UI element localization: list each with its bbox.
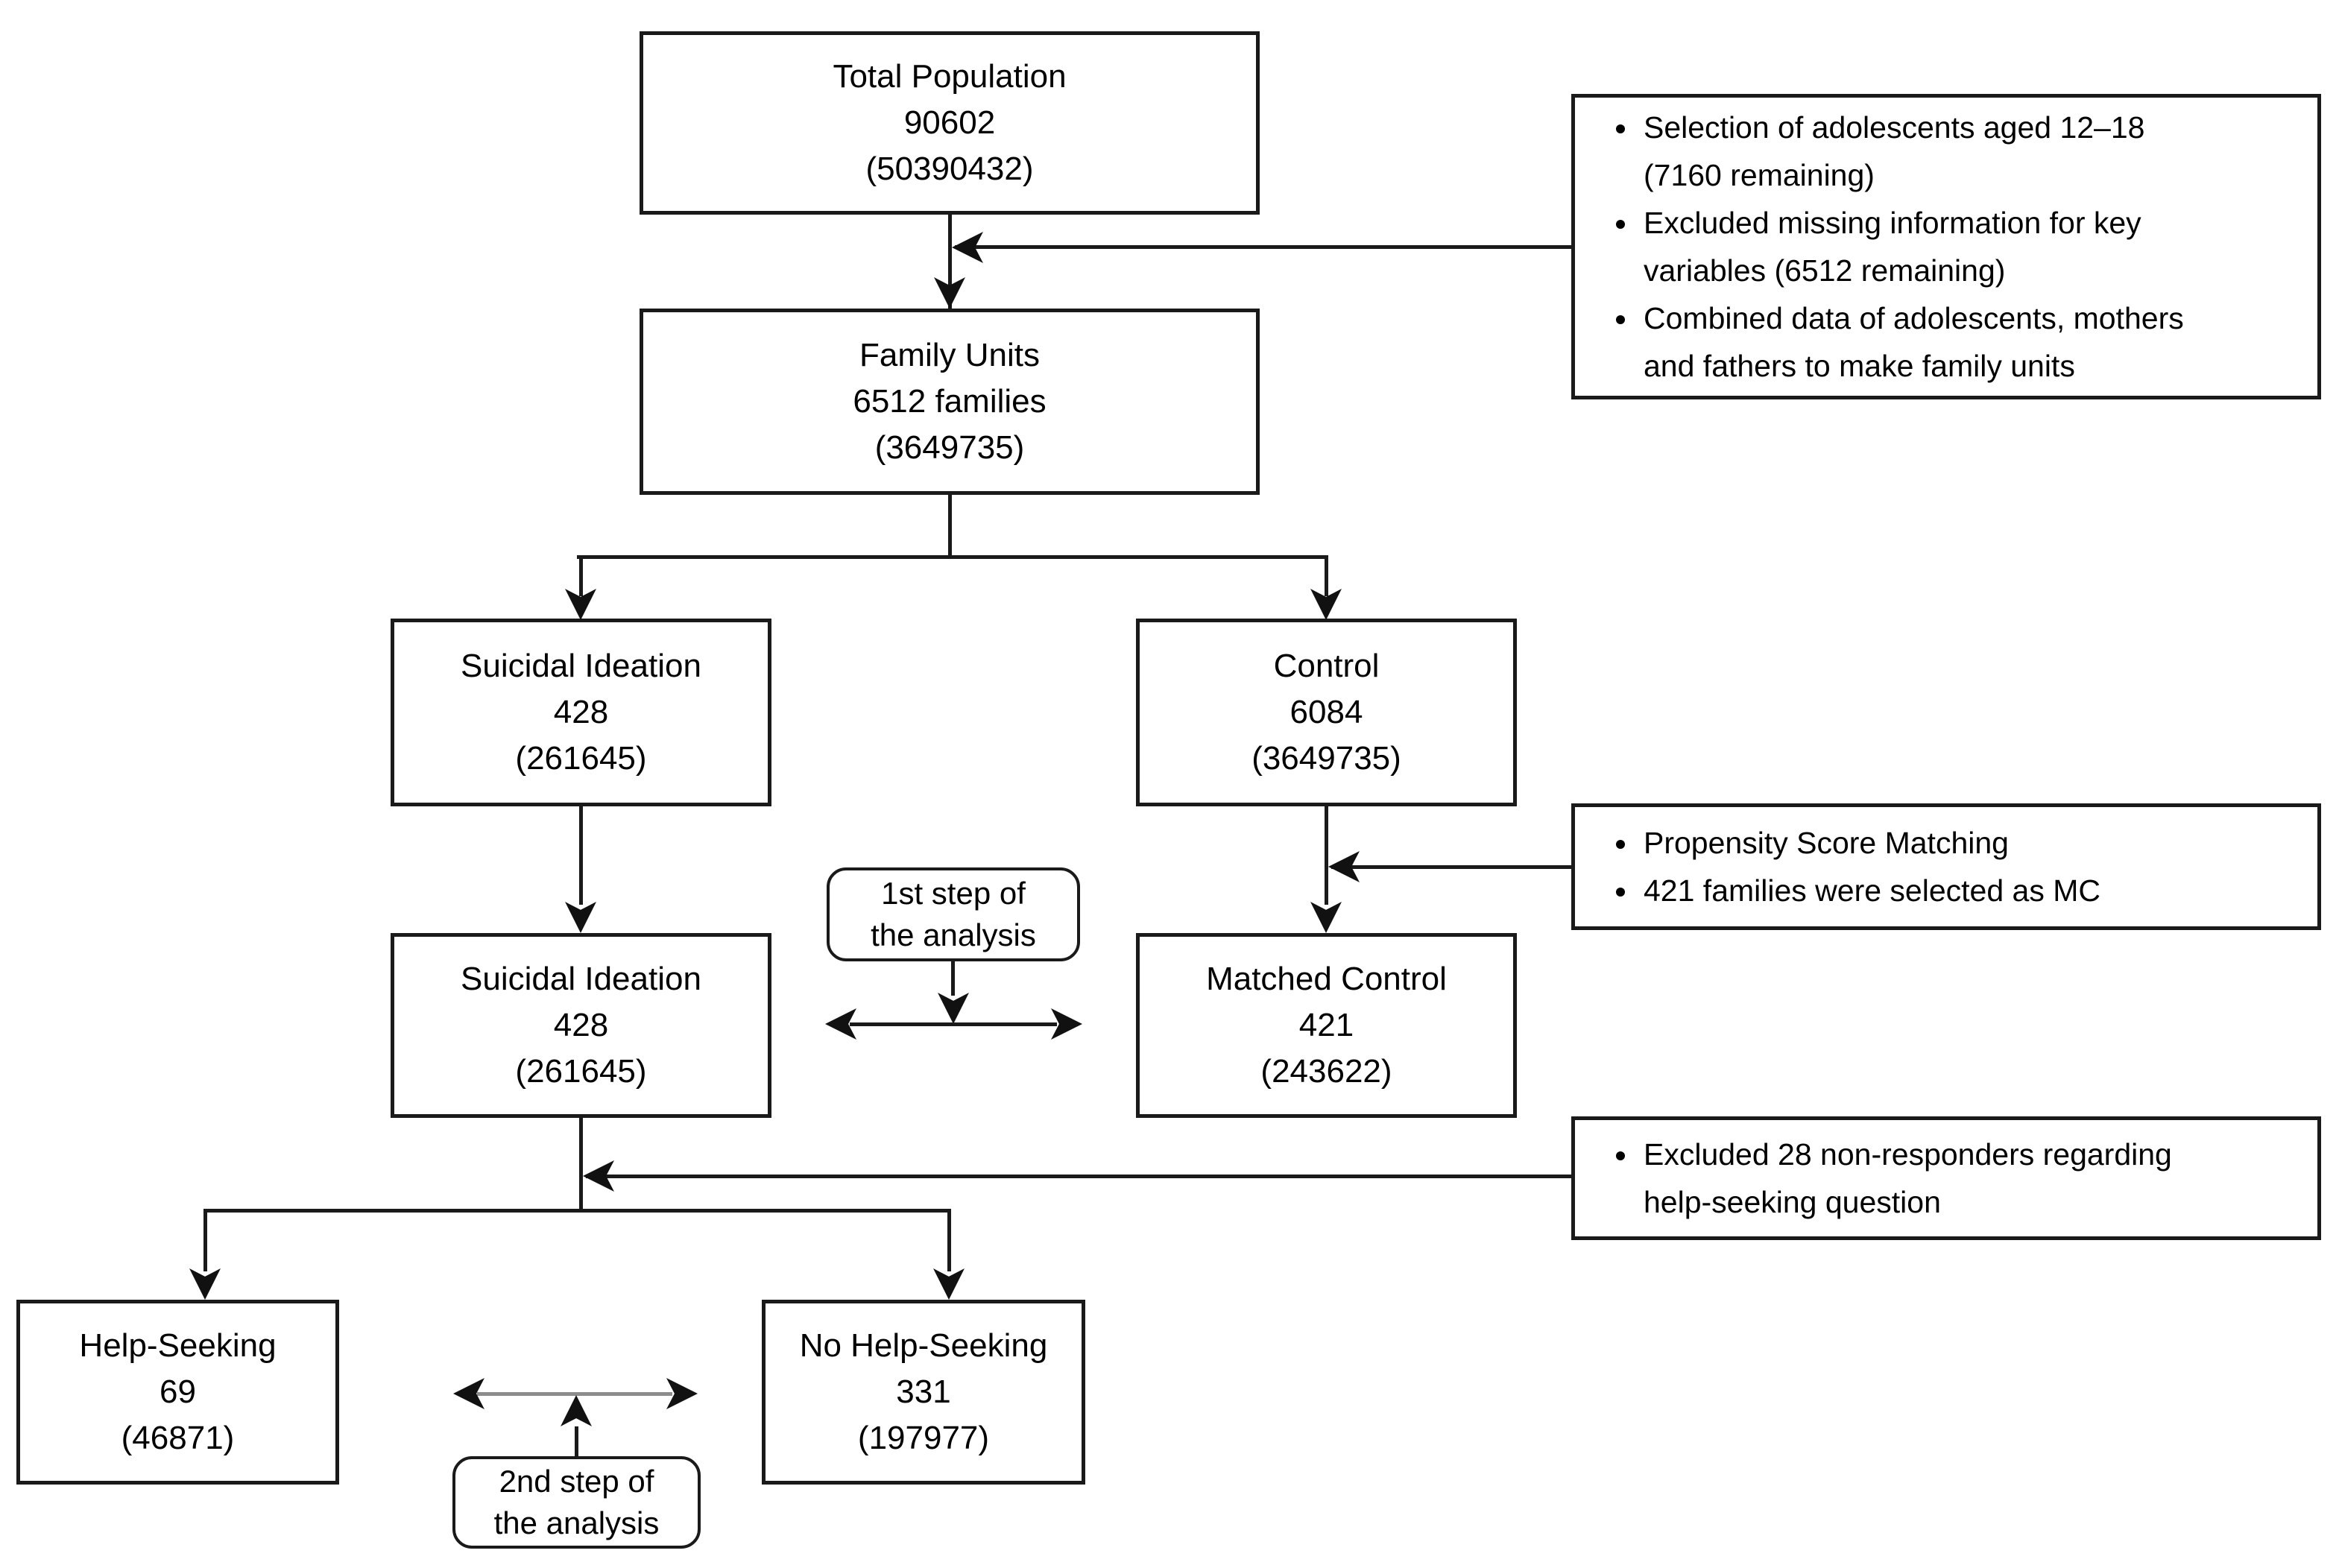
note-exclusion-nonresponders: Excluded 28 non-responders regarding hel… [1571, 1116, 2321, 1240]
arrowhead-down-icon [189, 1268, 221, 1300]
step2-double-arrow-line [477, 1392, 672, 1396]
box-title: Matched Control [1206, 961, 1447, 997]
box-weighted-count: (50390432) [865, 151, 1034, 187]
connector-control-to-matched [1325, 806, 1328, 905]
box-weighted-count: (3649735) [1251, 740, 1401, 777]
connector-family-down [948, 495, 952, 559]
box-count: 6084 [1290, 694, 1363, 730]
box-count: 90602 [903, 104, 996, 141]
box-count: 6512 families [853, 383, 1047, 420]
connector-branch-to-control [1325, 555, 1328, 596]
note-propensity-matching: Propensity Score Matching 421 families w… [1571, 803, 2321, 930]
box-weighted-count: (3649735) [874, 429, 1025, 466]
connector-family-branch [577, 555, 1328, 559]
connector-si-to-si2 [579, 806, 583, 905]
note-item: Propensity Score Matching [1639, 819, 2100, 867]
connector-step1-down [951, 961, 955, 996]
box-weighted-count: (197977) [857, 1420, 990, 1456]
note-selection-criteria: Selection of adolescents aged 12–18 (716… [1571, 94, 2321, 399]
box-weighted-count: (261645) [515, 1053, 647, 1090]
connector-branch-to-si [579, 555, 583, 596]
connector-branch-to-nohelp [947, 1209, 951, 1271]
note-item: 421 families were selected as MC [1639, 867, 2100, 914]
box-weighted-count: (46871) [121, 1420, 235, 1456]
connector-matching-note [1331, 865, 1571, 869]
box-count: 69 [160, 1373, 196, 1410]
arrowhead-down-icon [938, 993, 969, 1024]
box-weighted-count: (243622) [1260, 1053, 1392, 1090]
box-family-units: Family Units 6512 families (3649735) [640, 309, 1260, 495]
box-total-population: Total Population 90602 (50390432) [640, 31, 1260, 215]
label-step1-analysis: 1st step of the analysis [827, 867, 1080, 961]
note-list: Selection of adolescents aged 12–18 (716… [1575, 104, 2197, 390]
connector-step2-up [575, 1426, 578, 1458]
box-title: Total Population [833, 58, 1067, 95]
box-no-help-seeking: No Help-Seeking 331 (197977) [762, 1300, 1085, 1485]
box-matched-control: Matched Control 421 (243622) [1136, 933, 1517, 1118]
box-count: 331 [896, 1373, 951, 1410]
connector-selection-note [955, 245, 1571, 249]
box-control: Control 6084 (3649735) [1136, 619, 1517, 806]
arrowhead-down-icon [565, 902, 596, 933]
arrowhead-up-icon [561, 1395, 592, 1426]
connector-exclusion-note [586, 1175, 1571, 1178]
connector-si2-down [579, 1118, 583, 1213]
arrowhead-down-icon [1310, 902, 1342, 933]
box-title: Help-Seeking [79, 1327, 277, 1364]
box-weighted-count: (261645) [515, 740, 647, 777]
box-help-seeking: Help-Seeking 69 (46871) [16, 1300, 339, 1485]
box-count: 428 [553, 1007, 609, 1043]
box-title: Suicidal Ideation [461, 648, 701, 684]
box-suicidal-ideation-2: Suicidal Ideation 428 (261645) [391, 933, 771, 1118]
note-item: Excluded missing information for key var… [1639, 199, 2184, 294]
box-title: Family Units [859, 337, 1041, 373]
box-count: 421 [1298, 1007, 1354, 1043]
note-list: Excluded 28 non-responders regarding hel… [1575, 1131, 2185, 1226]
box-title: No Help-Seeking [799, 1327, 1048, 1364]
note-item: Excluded 28 non-responders regarding hel… [1639, 1131, 2172, 1226]
note-item: Selection of adolescents aged 12–18 (716… [1639, 104, 2184, 199]
box-suicidal-ideation: Suicidal Ideation 428 (261645) [391, 619, 771, 806]
box-title: Control [1273, 648, 1380, 684]
label-step2-analysis: 2nd step of the analysis [452, 1456, 701, 1549]
connector-total-to-family [948, 215, 952, 309]
note-item: Combined data of adolescents, mothers an… [1639, 294, 2184, 390]
step1-double-arrow-line [850, 1022, 1057, 1026]
box-count: 428 [553, 694, 609, 730]
box-title: Suicidal Ideation [461, 961, 701, 997]
arrowhead-down-icon [933, 1268, 965, 1300]
connector-helpseek-branch [203, 1209, 951, 1213]
note-list: Propensity Score Matching 421 families w… [1575, 819, 2114, 914]
connector-branch-to-help [203, 1209, 207, 1271]
